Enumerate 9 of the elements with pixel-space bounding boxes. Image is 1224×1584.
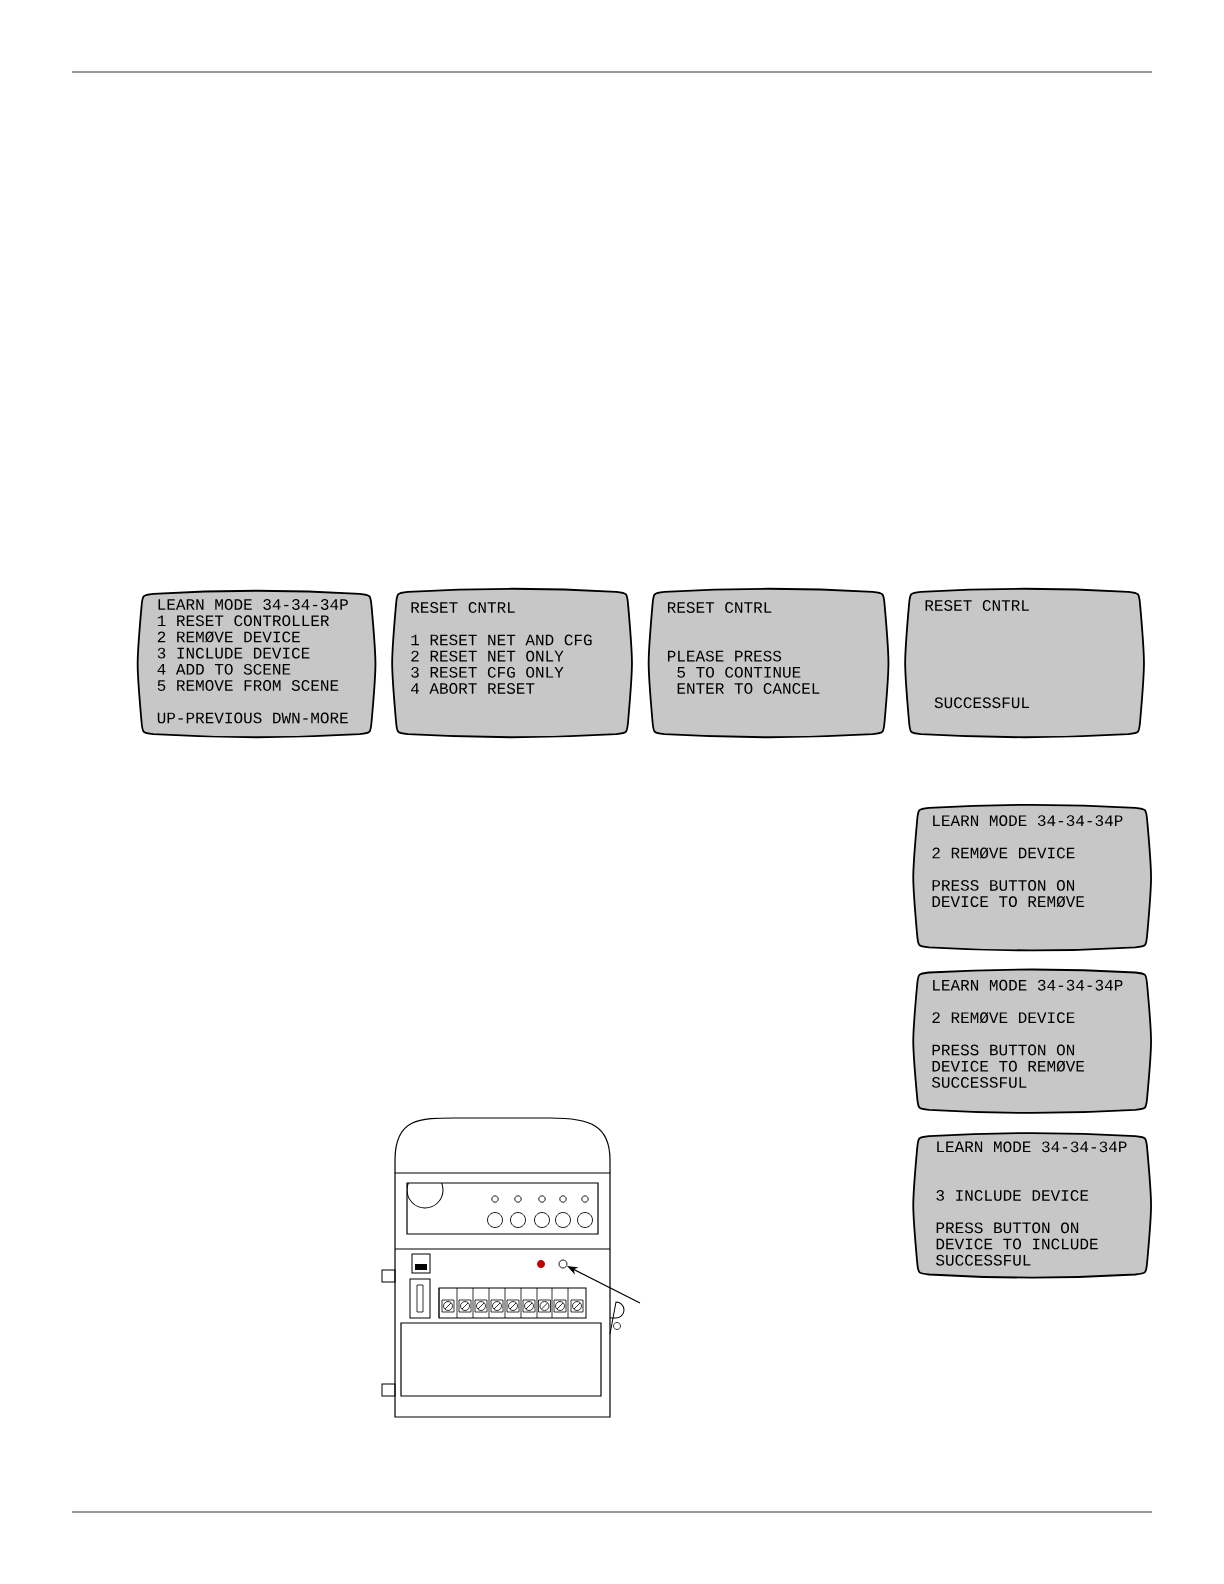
button-hole (558, 1259, 568, 1269)
lcd-screen: RESET CNTRL 1 RESET NET AND CFG 2 RESET NET ONLY 3 RESET CFG ONLY 4 ABORT RESET (391, 587, 633, 739)
lcd-screen: RESET CNTRL PLEASE PRESS 5 TO CONTINUE ENTER TO CANCEL (647, 587, 890, 739)
lcd-screen: RESET CNTRL SUCCESSFUL (904, 587, 1145, 739)
lcd-screen: LEARN MODE 34-34-34P 2 REMØVE DEVICE PRESS BUTTON ON DEVICE TO REMØVE SUCCESSFUL (912, 968, 1152, 1114)
lcd-screen: LEARN MODE 34-34-34P 3 INCLUDE DEVICE PRESS BUTTON ON DEVICE TO INCLUDE SUCCESSFUL (912, 1132, 1152, 1279)
lcd-screen: LEARN MODE 34-34-34P 1 RESET CONTROLLER 2 REMØVE DEVICE 3 INCLUDE DEVICE 4 ADD TO SCENE 5 REMOVE FROM SCENE UP-PREVIOUS DWN-MORE (136, 589, 377, 739)
lcd-screen: LEARN MODE 34-34-34P 2 REMØVE DEVICE PRESS BUTTON ON DEVICE TO REMØVE (912, 804, 1152, 952)
leader-arrow (567, 1266, 641, 1304)
